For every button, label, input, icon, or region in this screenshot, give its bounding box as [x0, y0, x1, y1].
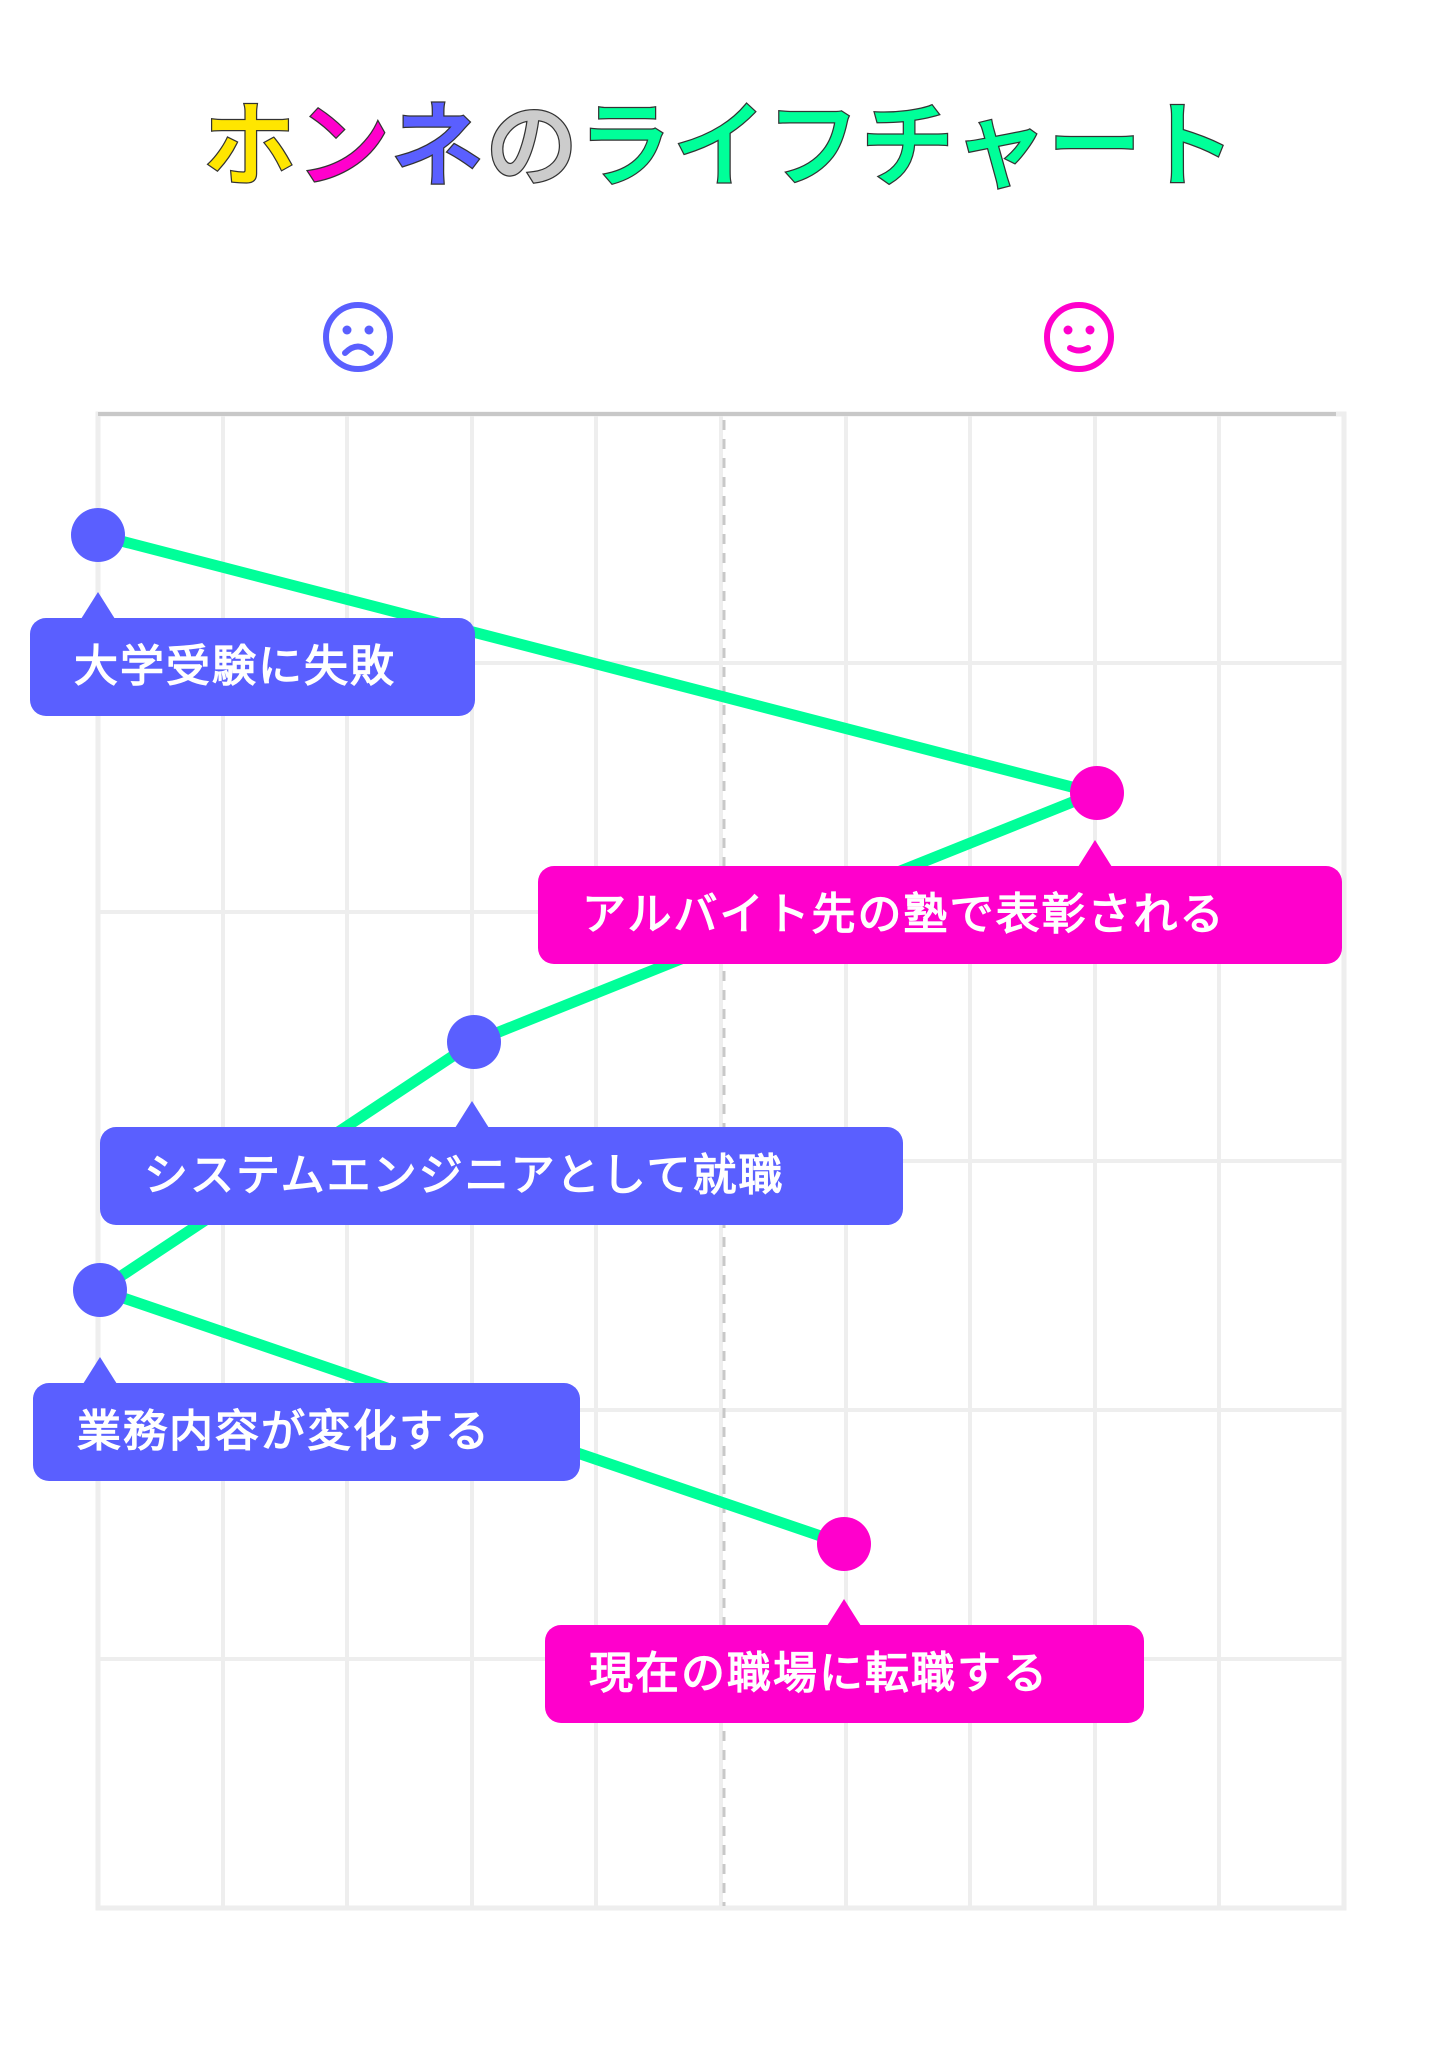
sad-face-icon	[323, 302, 393, 372]
label-pointer	[827, 1599, 861, 1626]
event-label-text: アルバイト先の塾で表彰される	[582, 889, 1226, 940]
event-point-5	[817, 1517, 871, 1571]
event-point-4	[73, 1263, 127, 1317]
event-label-5: 現在の職場に転職する	[545, 1599, 1144, 1723]
event-label-2: アルバイト先の塾で表彰される	[538, 840, 1342, 964]
happy-face-icon	[1044, 302, 1114, 372]
event-label-1: 大学受験に失敗	[30, 592, 475, 716]
label-pointer	[455, 1101, 489, 1128]
page-title: ホンネのライフチャート	[0, 92, 1440, 202]
title-char-ne: ネ	[390, 92, 486, 202]
event-point-3	[447, 1015, 501, 1069]
label-pointer	[1078, 840, 1112, 867]
title-char-ho: ホ	[202, 92, 298, 202]
event-point-1	[71, 508, 125, 562]
label-pointer	[81, 592, 115, 619]
event-label-text: 現在の職場に転職する	[589, 1648, 1049, 1699]
title-char-no: の	[484, 92, 580, 202]
label-pointer	[83, 1357, 117, 1384]
event-point-2	[1070, 766, 1124, 820]
event-label-text: システムエンジニアとして就職	[144, 1150, 785, 1201]
title-char-n: ン	[296, 92, 392, 202]
event-label-3: システムエンジニアとして就職	[100, 1101, 903, 1225]
event-label-4: 業務内容が変化する	[33, 1357, 580, 1481]
title-life-chart: ライフチャート	[578, 92, 1237, 202]
event-label-text: 業務内容が変化する	[77, 1406, 491, 1457]
event-label-text: 大学受験に失敗	[74, 641, 396, 692]
